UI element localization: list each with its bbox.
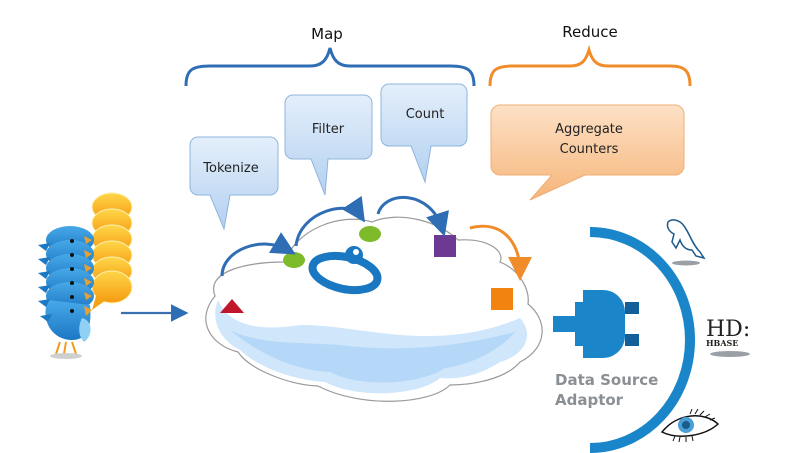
count-label: Count: [406, 107, 445, 122]
adaptor-arc: [589, 227, 695, 453]
speech-bubbles-icon: [91, 192, 133, 310]
hbase-logo: HD: HBASE: [706, 317, 750, 357]
token-orange-square: [491, 288, 513, 310]
flow-arrow-count: [376, 195, 449, 237]
tokenize-label: Tokenize: [202, 161, 258, 176]
token-green-circle-1: [283, 252, 305, 268]
dolphin-icon: [666, 219, 706, 266]
callout-filter: Filter: [284, 94, 373, 196]
bird-flock-icon: [38, 226, 94, 359]
map-phase: Map: [184, 25, 476, 87]
twitter-source: [38, 192, 133, 359]
flow-arrow-tokenize: [220, 232, 296, 277]
callout-aggregate-counters: Aggregate Counters: [490, 104, 685, 201]
flow-arrow-filter: [294, 195, 366, 247]
adaptor-label-line2: Adaptor: [555, 391, 624, 409]
callout-tokenize: Tokenize: [189, 136, 279, 231]
reduce-brace: [488, 44, 692, 87]
token-triangle-icon: [220, 299, 244, 313]
map-brace: [184, 47, 476, 87]
plug-icon: [553, 290, 639, 358]
token-purple-square: [434, 235, 456, 257]
reduce-label: Reduce: [562, 23, 617, 41]
cloud-logo-icon: [308, 246, 382, 295]
filter-label: Filter: [312, 122, 345, 137]
map-label: Map: [311, 25, 343, 43]
callout-count: Count: [380, 83, 468, 184]
hbase-glyph: HD:: [706, 317, 750, 342]
eye-icon: [660, 408, 720, 443]
adaptor-label-line1: Data Source: [555, 371, 658, 389]
aggregate-label-line1: Aggregate: [555, 122, 623, 137]
token-green-circle-2: [359, 226, 381, 242]
flow-arrow-aggregate: [469, 224, 532, 281]
aggregate-label-line2: Counters: [560, 142, 619, 157]
hbase-label: HBASE: [706, 338, 738, 348]
reduce-phase: Reduce: [488, 23, 692, 87]
